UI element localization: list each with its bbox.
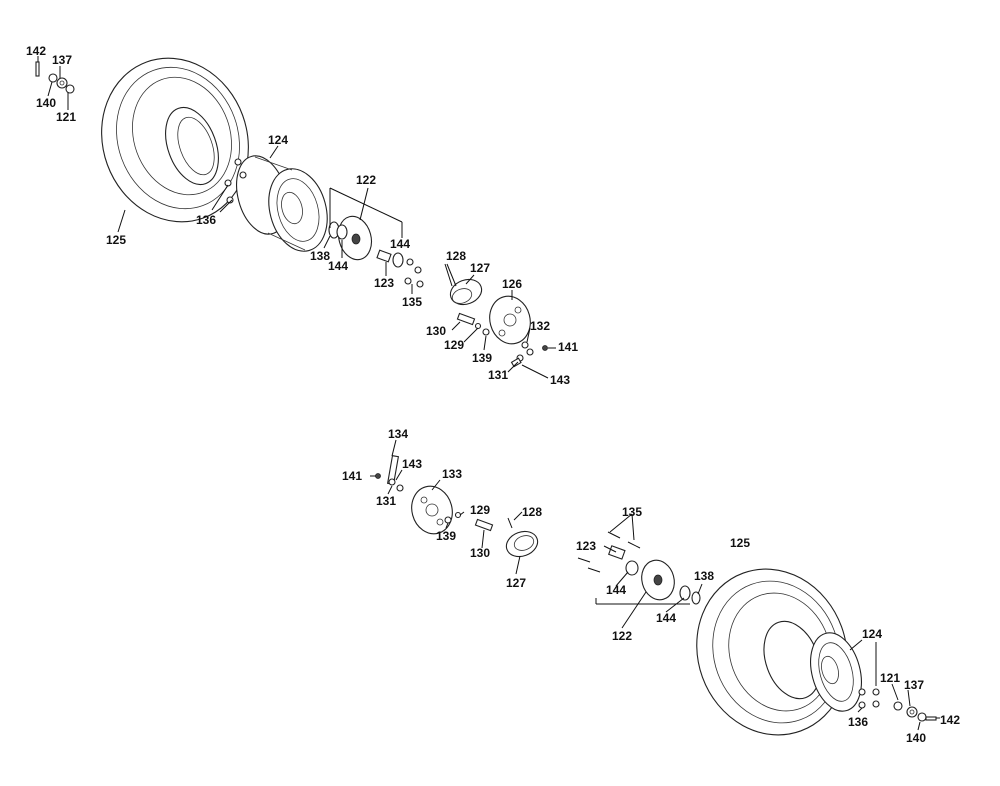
bolts-top (404, 258, 424, 288)
label-123: 123 (374, 276, 394, 290)
label-125-b: 125 (730, 536, 750, 550)
label-131-b: 131 (376, 494, 396, 508)
label-142: 142 (26, 44, 46, 58)
label-141: 141 (558, 340, 578, 354)
label-127: 127 (470, 261, 490, 275)
backing-plate-bottom (411, 485, 453, 535)
label-135: 135 (402, 295, 422, 309)
label-128: 128 (446, 249, 466, 263)
brake-drum-bottom (505, 517, 539, 558)
rim-top (236, 155, 328, 252)
hub-bottom (608, 545, 701, 605)
label-136-b: 136 (848, 715, 868, 729)
leaders-top (37, 56, 556, 379)
part-labels: 142 137 140 121 124 136 125 122 144 138 … (26, 44, 960, 745)
label-135-b: 135 (622, 505, 642, 519)
label-141-b: 141 (342, 469, 362, 483)
top-wheel-assembly (35, 56, 556, 379)
label-139-b: 139 (436, 529, 456, 543)
tire-top (101, 57, 249, 223)
leaders-bottom (370, 439, 940, 731)
label-143: 143 (550, 373, 570, 387)
backing-plate-top (489, 295, 531, 345)
label-128-b: 128 (522, 505, 542, 519)
label-126: 126 (502, 277, 522, 291)
rim-bottom (810, 632, 862, 712)
tire-bottom (696, 568, 848, 736)
label-133: 133 (442, 467, 462, 481)
small-parts-top (456, 312, 548, 368)
hub-top (328, 215, 404, 268)
label-124-b: 124 (862, 627, 882, 641)
brake-drum-top (444, 263, 483, 306)
label-139: 139 (472, 351, 492, 365)
lug-nuts-bottom (858, 688, 880, 709)
label-127-b: 127 (506, 576, 526, 590)
label-123-b: 123 (576, 539, 596, 553)
label-124: 124 (268, 133, 288, 147)
label-121-b: 121 (880, 671, 900, 685)
label-137: 137 (52, 53, 72, 67)
label-138-b: 138 (694, 569, 714, 583)
axle-parts-top (35, 61, 75, 94)
label-140: 140 (36, 96, 56, 110)
small-parts-bottom (375, 455, 494, 532)
label-131: 131 (488, 368, 508, 382)
label-140-b: 140 (906, 731, 926, 745)
label-129-b: 129 (470, 503, 490, 517)
label-122: 122 (356, 173, 376, 187)
label-144-d: 144 (656, 611, 676, 625)
label-130: 130 (426, 324, 446, 338)
label-142-b: 142 (940, 713, 960, 727)
bottom-wheel-assembly (370, 439, 940, 736)
label-122-b: 122 (612, 629, 632, 643)
bolts-bottom (577, 531, 641, 573)
label-136: 136 (196, 213, 216, 227)
label-130-b: 130 (470, 546, 490, 560)
lug-nuts-top (224, 158, 247, 204)
label-138: 138 (310, 249, 330, 263)
label-121: 121 (56, 110, 76, 124)
label-125: 125 (106, 233, 126, 247)
axle-parts-bottom (893, 701, 937, 722)
label-132: 132 (530, 319, 550, 333)
label-143-b: 143 (402, 457, 422, 471)
label-129: 129 (444, 338, 464, 352)
label-137-b: 137 (904, 678, 924, 692)
label-144: 144 (390, 237, 410, 251)
label-144-c: 144 (606, 583, 626, 597)
label-134: 134 (388, 427, 408, 441)
label-144-b: 144 (328, 259, 348, 273)
